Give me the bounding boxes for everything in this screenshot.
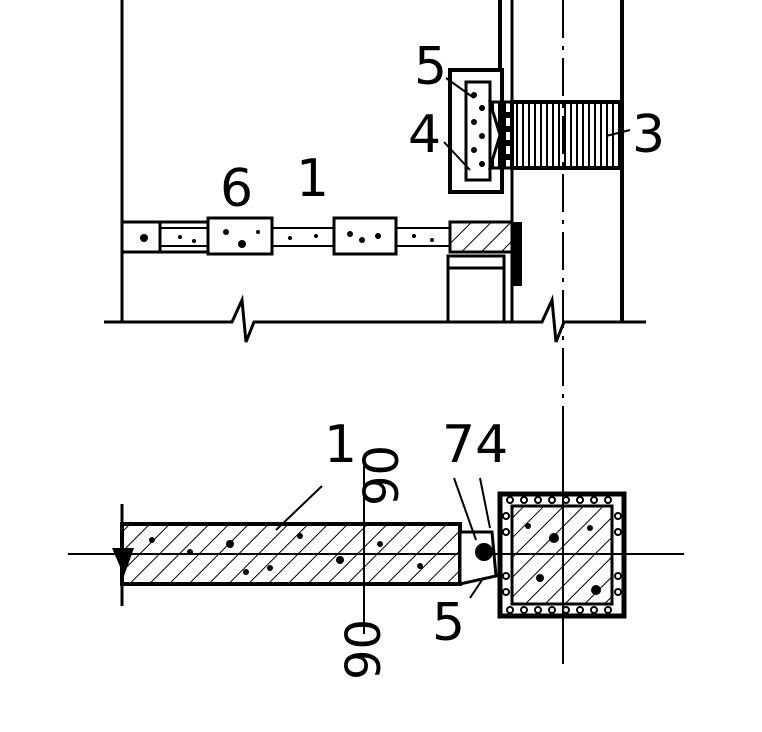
- lower-support: [446, 254, 506, 324]
- block-3: [510, 100, 624, 170]
- dimension-label-top: 90: [354, 445, 410, 506]
- slab-strip: [120, 216, 450, 256]
- dimension-label-bottom: 90: [336, 619, 392, 680]
- joint-sealant: [475, 543, 493, 561]
- label-top-1: 1: [296, 149, 329, 209]
- slab-block-3: [332, 216, 398, 256]
- column-aggregate: [525, 523, 601, 595]
- label-top-6: 6: [220, 159, 253, 219]
- label-top-4: 4: [408, 105, 441, 165]
- label-top-5: 5: [414, 37, 447, 97]
- bracket-fill-dots: [471, 92, 485, 167]
- column-section-outer: [497, 491, 627, 619]
- bracket-inner: [464, 80, 492, 182]
- column-rebar-ring: [502, 496, 622, 614]
- wall-aggregate: [149, 533, 423, 575]
- wall-end-marker: [112, 548, 134, 576]
- label-top-3: 3: [632, 105, 665, 165]
- ground-break-line: [104, 294, 646, 343]
- labels: 5 4 3 6 1 1 74 5 90 90: [220, 37, 665, 680]
- corner-bearing: [448, 220, 514, 254]
- leader-lines: [275, 77, 631, 599]
- label-bottom-74: 74: [442, 415, 508, 475]
- wall-panel: [120, 522, 462, 586]
- slab-block-2: [206, 216, 274, 256]
- top-elevation: [104, 0, 646, 420]
- corner-plate: [512, 222, 522, 286]
- block-3-left-taper: [487, 100, 514, 170]
- label-bottom-1: 1: [324, 415, 357, 475]
- label-bottom-5: 5: [432, 593, 465, 653]
- bottom-section: [68, 420, 684, 664]
